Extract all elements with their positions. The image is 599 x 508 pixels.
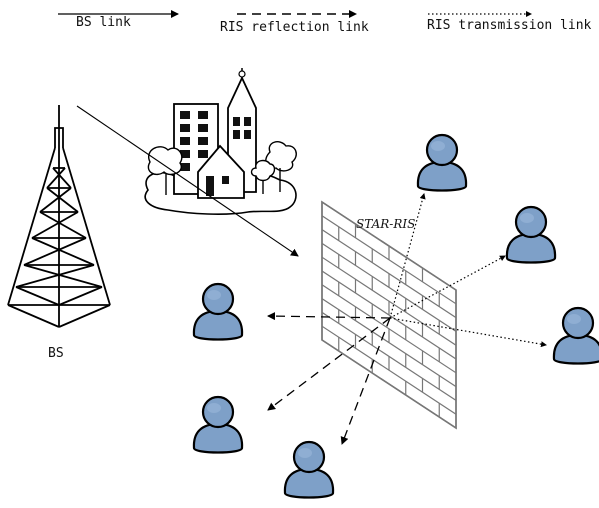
legend-reflection-link: RIS reflection link [220,10,369,35]
user-icon [552,306,599,365]
bs-label: BS [48,346,64,361]
transmission-link-top-user [389,193,426,319]
legend-bs-link: BS link [58,10,179,30]
user-icon [283,440,335,499]
user-icon [192,395,244,454]
star-ris-label: STAR-RIS [356,217,415,231]
legend: BS link RIS reflection link RIS transmis… [58,10,592,35]
transmission-links [389,193,547,348]
reflection-link-bottom-user [340,317,391,445]
star-ris-brick-wall-icon [321,200,457,430]
city-buildings-icon [144,68,297,215]
reflection-link-label: RIS reflection link [220,20,369,35]
user-icon [416,133,468,192]
transmission-link-label: RIS transmission link [427,18,592,33]
user-icon [192,282,244,341]
reflection-link-lower-left-user [267,317,391,411]
user-icon [505,205,557,264]
reflection-link-left-user [267,312,391,321]
bs-to-ris-link [76,105,299,257]
reflection-links [267,312,391,445]
legend-transmission-link: RIS transmission link [427,11,592,33]
tower-icon [7,105,111,328]
bs-link-label: BS link [76,15,131,30]
transmission-link-upper-right-user [389,255,506,319]
